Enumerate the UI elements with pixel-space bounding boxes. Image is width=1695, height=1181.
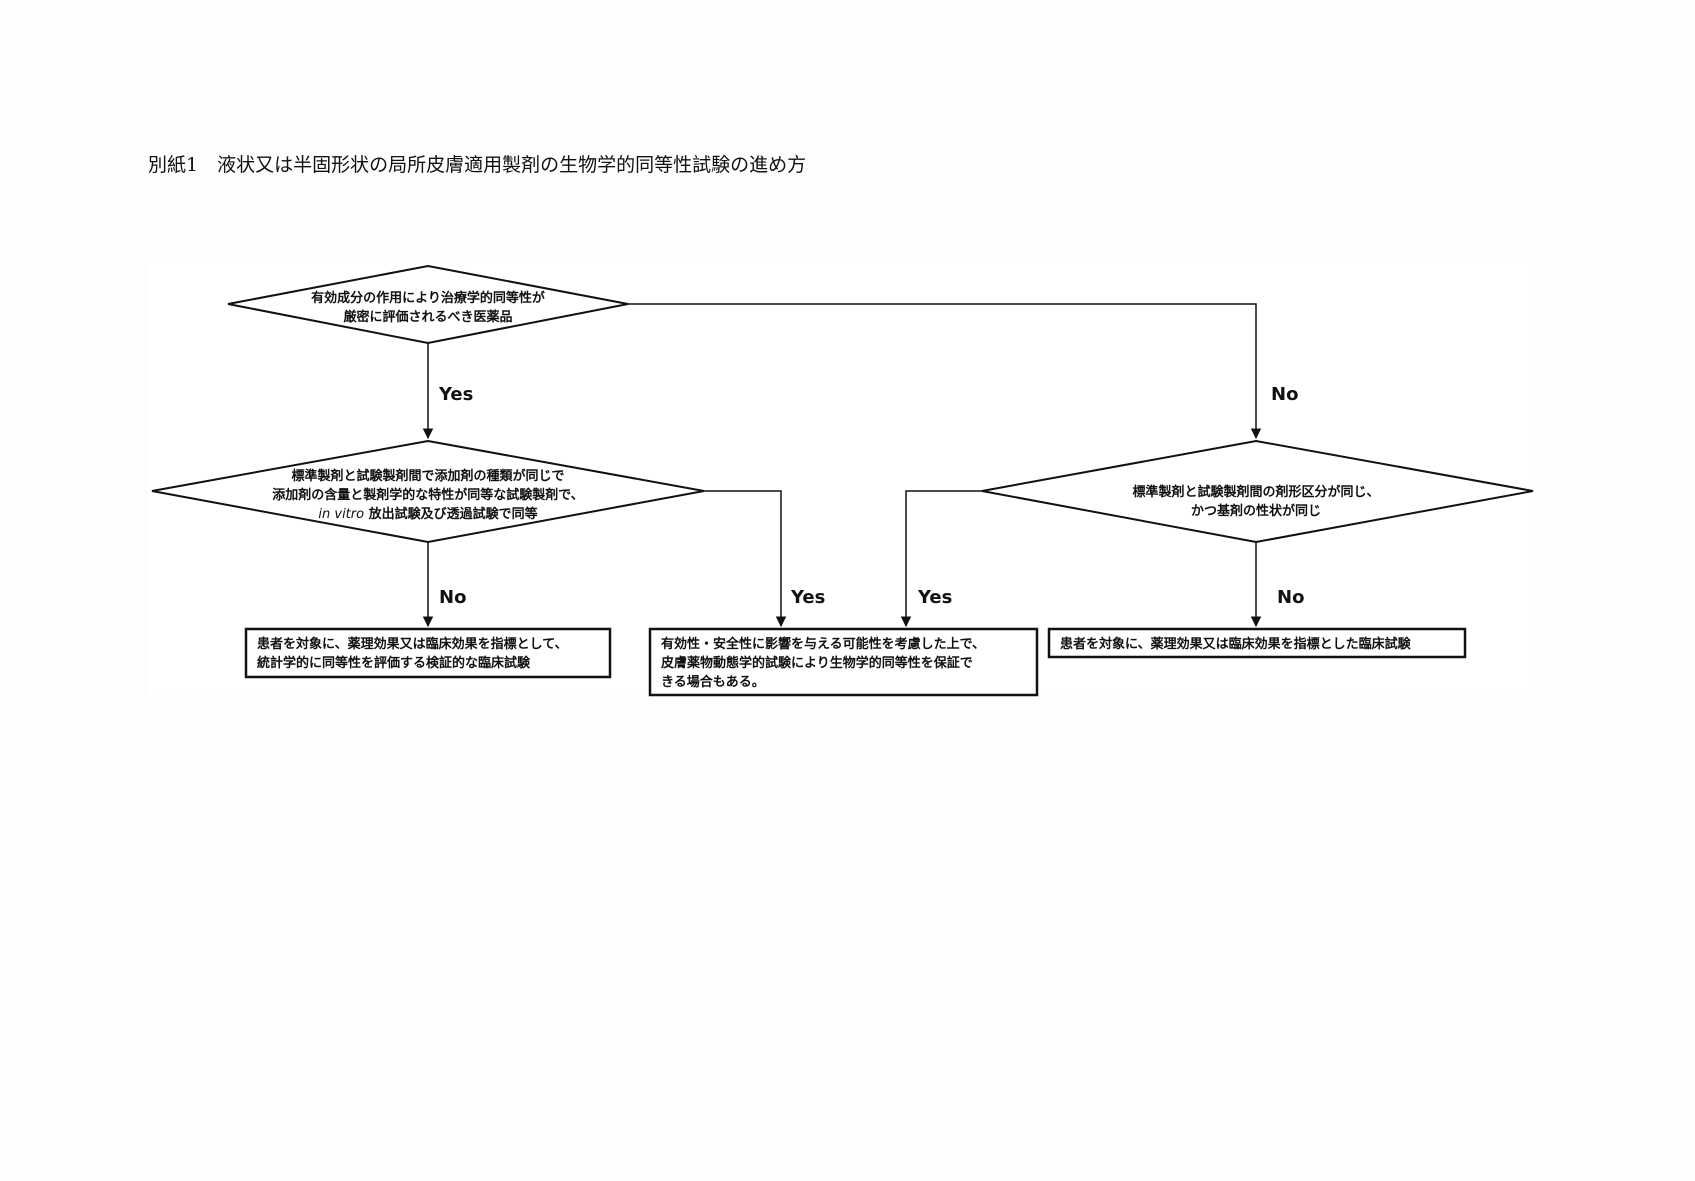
label-no: No (439, 587, 466, 608)
edge-labels: Yes No No Yes Yes No (438, 384, 1304, 608)
connectors (422, 303, 1262, 628)
edge-d3-yes (900, 490, 982, 628)
decision-text-line: 厳密に評価されるべき医薬品 (343, 309, 512, 325)
page-title: 別紙1 液状又は半固形状の局所皮膚適用製剤の生物学的同等性試験の進め方 (148, 154, 807, 176)
decision-diamond (227, 264, 629, 345)
result-text-line: 患者を対象に、薬理効果又は臨床効果を指標とした臨床試験 (1060, 636, 1412, 652)
label-yes: Yes (917, 587, 952, 608)
decision-text-line: 標準製剤と試験製剤間で添加剤の種類が同じで (291, 468, 564, 484)
decision-therapeutic-equivalence: 有効成分の作用により治療学的同等性が 厳密に評価されるべき医薬品 (227, 264, 629, 345)
result-text-line: 有効性・安全性に影響を与える可能性を考慮した上で、 (661, 636, 985, 652)
box-clinical-trial: 患者を対象に、薬理効果又は臨床効果を指標とした臨床試験 (1047, 627, 1467, 659)
label-yes: Yes (438, 384, 473, 405)
decision-text-line: かつ基剤の性状が同じ (1191, 503, 1321, 519)
decision-additive-equivalence: 標準製剤と試験製剤間で添加剤の種類が同じで 添加剤の含量と製剤学的な特性が同等な… (151, 439, 705, 544)
decision-dosage-form: 標準製剤と試験製剤間の剤形区分が同じ、 かつ基剤の性状が同じ (981, 439, 1534, 544)
decision-text-rest: 放出試験及び透過試験で同等 (364, 506, 538, 522)
in-vitro-text: in vitro (318, 507, 364, 522)
label-no: No (1277, 587, 1304, 608)
edge-d1-no (628, 303, 1262, 440)
label-yes: Yes (790, 587, 825, 608)
decision-diamond (981, 439, 1534, 544)
result-text-line: 患者を対象に、薬理効果又は臨床効果を指標として、 (257, 636, 568, 652)
box-confirmatory-clinical-trial: 患者を対象に、薬理効果又は臨床効果を指標として、 統計学的に同等性を評価する検証… (244, 627, 612, 679)
result-text-line: 統計学的に同等性を評価する検証的な臨床試験 (257, 655, 531, 671)
decision-text-line: 添加剤の含量と製剤学的な特性が同等な試験製剤で、 (272, 487, 583, 503)
result-text-line: きる場合もある。 (661, 674, 765, 690)
decision-text-line: 有効成分の作用により治療学的同等性が (311, 290, 545, 306)
decision-text-line: in vitro 放出試験及び透過試験で同等 (318, 506, 537, 522)
result-text-line: 皮膚薬物動態学的試験により生物学的同等性を保証で (660, 655, 973, 671)
edge-d2-yes (704, 490, 787, 628)
label-no: No (1271, 384, 1298, 405)
decision-diamond (151, 439, 705, 544)
result-box (244, 627, 612, 679)
result-box (648, 627, 1039, 697)
box-dermatopharmacokinetic: 有効性・安全性に影響を与える可能性を考慮した上で、 皮膚薬物動態学的試験により生… (648, 627, 1039, 697)
decision-text-line: 標準製剤と試験製剤間の剤形区分が同じ、 (1132, 484, 1379, 500)
result-box (1047, 627, 1467, 659)
